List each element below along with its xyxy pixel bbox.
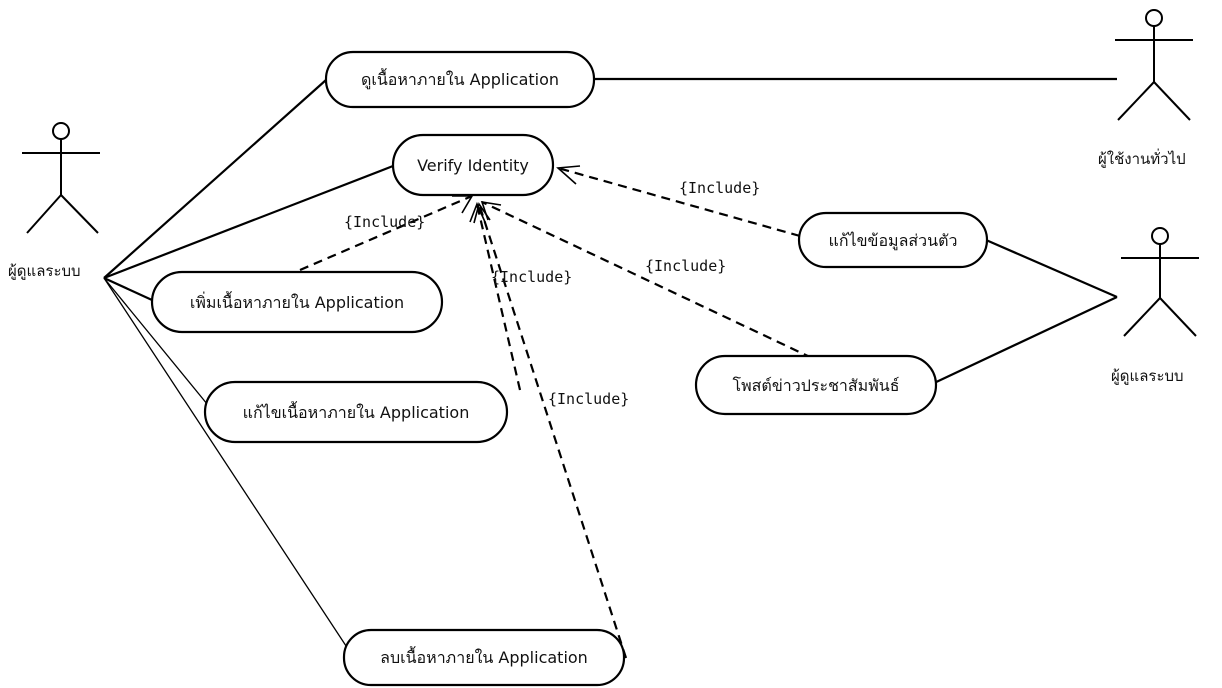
stick-figure-icon xyxy=(1115,9,1193,121)
associations xyxy=(103,77,1118,656)
include-delete-verify xyxy=(477,203,628,659)
stick-figure-icon xyxy=(22,122,100,234)
use-case-verify-identity[interactable]: Verify Identity xyxy=(391,133,555,197)
arrowhead-post xyxy=(480,201,502,221)
use-case-label: ดูเนื้อหาภายใน Application xyxy=(361,68,559,90)
include-label-profile: {Include} xyxy=(679,179,760,197)
assoc-admin2-post xyxy=(931,296,1118,385)
use-case-label: ลบเนื้อหาภายใน Application xyxy=(380,646,588,667)
use-case-edit-content[interactable]: แก้ไขเนื้อหาภายใน Application xyxy=(203,380,509,444)
include-labels: {Include} {Include} {Include} {Include} … xyxy=(344,179,760,408)
use-case-label: แก้ไขเนื้อหาภายใน Application xyxy=(243,401,470,422)
use-case-label: โพสต์ข่าวประชาสัมพันธ์ xyxy=(733,376,900,395)
include-profile-verify xyxy=(557,166,801,238)
include-label-verify-side: {Include} xyxy=(491,268,572,286)
use-case-post-news[interactable]: โพสต์ข่าวประชาสัมพันธ์ xyxy=(694,354,938,416)
assoc-admin-delete xyxy=(103,277,353,656)
use-case-edit-profile[interactable]: แก้ไขข้อมูลส่วนตัว xyxy=(797,211,989,269)
use-case-label: Verify Identity xyxy=(417,156,529,175)
include-edit-verify xyxy=(475,203,522,391)
stick-figure-icon xyxy=(1121,227,1199,337)
assoc-admin-view xyxy=(103,79,327,279)
actor-general-user[interactable]: ผู้ใช้งานทั่วไป xyxy=(1098,9,1193,168)
assoc-admin2-profile xyxy=(985,238,1118,299)
assoc-admin-add xyxy=(103,277,153,301)
actor-label: ผู้ใช้งานทั่วไป xyxy=(1098,148,1186,168)
include-label-add: {Include} xyxy=(344,213,425,231)
actor-admin-right[interactable]: ผู้ดูแลระบบ xyxy=(1111,227,1199,385)
use-case-label: แก้ไขข้อมูลส่วนตัว xyxy=(829,231,958,251)
include-dependencies xyxy=(299,165,813,659)
actor-label: ผู้ดูแลระบบ xyxy=(1111,367,1184,385)
arrowhead-delete xyxy=(473,202,491,224)
arrowhead-edit xyxy=(469,201,486,223)
include-label-post: {Include} xyxy=(645,257,726,275)
use-case-add-content[interactable]: เพิ่มเนื้อหาภายใน Application xyxy=(150,270,444,334)
actor-admin-left[interactable]: ผู้ดูแลระบบ xyxy=(8,122,100,280)
include-post-verify xyxy=(481,201,813,359)
use-case-label: เพิ่มเนื้อหาภายใน Application xyxy=(190,291,404,312)
include-label-delete: {Include} xyxy=(548,390,629,408)
include-add-verify xyxy=(299,194,473,272)
arrowhead-profile xyxy=(556,165,581,185)
use-case-view-content[interactable]: ดูเนื้อหาภายใน Application xyxy=(324,50,596,109)
actor-label: ผู้ดูแลระบบ xyxy=(8,262,81,280)
assoc-admin-edit xyxy=(103,277,213,411)
use-case-delete-content[interactable]: ลบเนื้อหาภายใน Application xyxy=(342,628,626,687)
assoc-admin-verify xyxy=(103,164,394,280)
